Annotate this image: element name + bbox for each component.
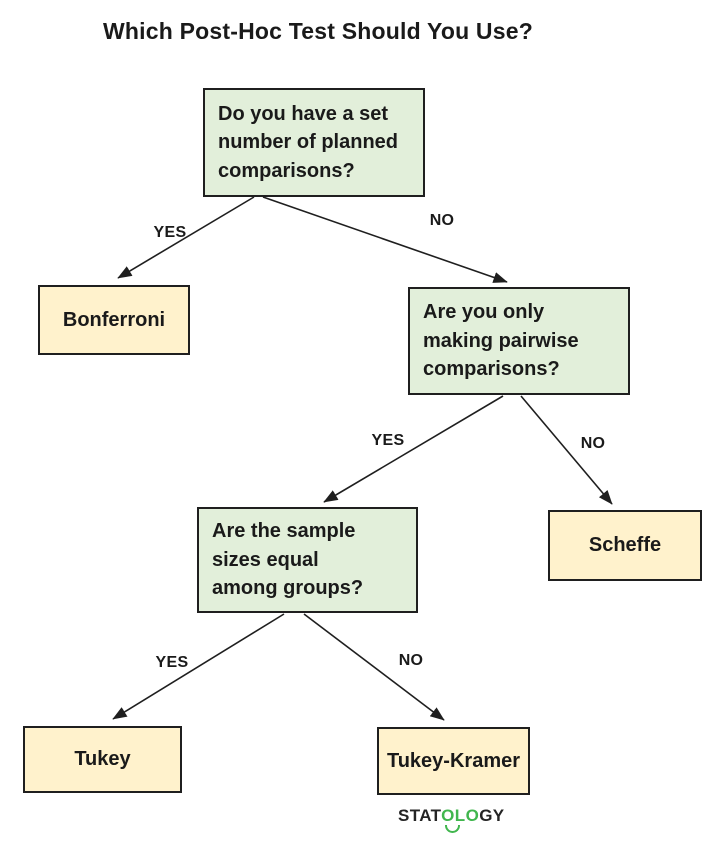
logo-text-prefix: STAT xyxy=(398,806,442,825)
logo-text-green: OLO xyxy=(441,806,480,825)
edge-q3-yes-line xyxy=(112,613,285,720)
answer-box-tukey-kramer: Tukey-Kramer xyxy=(377,727,530,795)
answer-text: Tukey-Kramer xyxy=(386,749,521,772)
question-box-planned-comparisons: Do you have a set number of planned comp… xyxy=(203,88,425,197)
answer-box-bonferroni: Bonferroni xyxy=(38,285,190,355)
edge-q1-no-line xyxy=(262,196,508,283)
answer-text: Scheffe xyxy=(588,534,662,556)
question-box-equal-sample-sizes: Are the sample sizes equal among groups? xyxy=(197,507,418,613)
question-text: Are the sample sizes equal among groups? xyxy=(212,520,364,600)
question-text: Are you only making pairwise comparisons… xyxy=(423,301,579,381)
logo-text-suffix: GY xyxy=(479,806,505,825)
edge-q2-yes-line xyxy=(323,395,504,503)
question-box-pairwise-comparisons: Are you only making pairwise comparisons… xyxy=(408,287,630,395)
statology-logo: STATOLOGY xyxy=(398,806,505,838)
edge-label-q1-yes: YES xyxy=(153,224,187,241)
smile-icon xyxy=(445,825,460,833)
answer-text: Tukey xyxy=(74,748,131,770)
edge-label-q1-no: NO xyxy=(429,212,455,229)
answer-box-scheffe: Scheffe xyxy=(548,510,702,581)
question-text: Do you have a set number of planned comp… xyxy=(218,102,398,182)
edge-label-q2-yes: YES xyxy=(371,432,405,449)
edge-label-q3-no: NO xyxy=(398,652,424,669)
answer-text: Bonferroni xyxy=(62,308,166,331)
page-title: Which Post-Hoc Test Should You Use? xyxy=(103,18,533,44)
edge-label-q2-no: NO xyxy=(580,435,606,452)
answer-box-tukey: Tukey xyxy=(23,726,182,793)
edge-label-q3-yes: YES xyxy=(155,654,189,671)
